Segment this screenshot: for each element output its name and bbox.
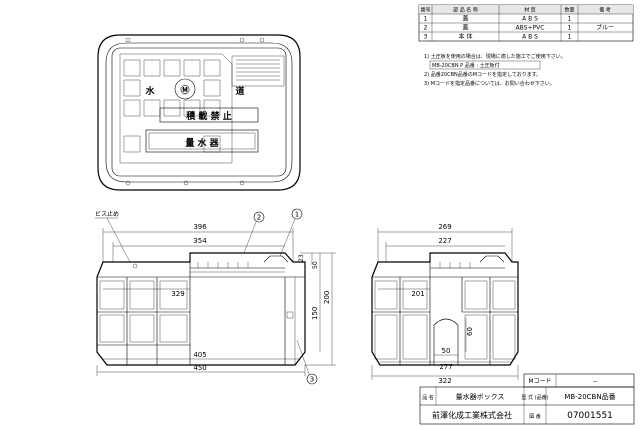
table-row-1-no: 1 — [424, 16, 428, 23]
screw-icon — [259, 37, 265, 43]
dim-side-top-inner: 227 — [438, 237, 451, 245]
dim-side-arch-h: 60 — [466, 327, 474, 336]
dim-side-bottom-outer: 322 — [438, 377, 451, 385]
lid-top-view: 水 Ⓜ 道 積 載 禁 止 量 水 器 — [97, 34, 301, 191]
screw-icon — [132, 263, 138, 269]
dim-front-top-outer: 396 — [193, 223, 207, 231]
note-1b: MB-20CBN P 品番 : 土圧板付 — [432, 62, 500, 69]
dim-side-arch-w: 50 — [442, 347, 451, 355]
callout-1: 1 — [295, 211, 299, 219]
dim-front-bottom-inner: 405 — [193, 351, 206, 359]
callout-3: 3 — [310, 376, 314, 384]
screw-icon — [125, 180, 131, 186]
callout-2-circle — [253, 211, 265, 223]
table-header-no: 番号 — [420, 7, 430, 14]
company-name: 前澤化成工業株式会社 — [432, 410, 512, 420]
table-row-2-no: 2 — [424, 25, 428, 32]
lid-label-left: 水 — [145, 85, 155, 97]
dim-front-150: 150 — [311, 307, 319, 320]
dim-front-50: 50 — [312, 261, 319, 269]
table-row-2-qty: 1 — [568, 25, 572, 32]
table-row-3-qty: 1 — [568, 34, 572, 41]
table-row-1-material: A B S — [522, 16, 538, 23]
table-row-1-qty: 1 — [568, 16, 572, 23]
dim-front-200: 200 — [323, 291, 331, 304]
note-3: 3) Mコードを指定品番については、お問い合わせ下さい。 — [424, 80, 555, 87]
side-view: 269 227 201 60 50 277 322 — [371, 223, 519, 385]
dim-side-top-outer: 269 — [438, 223, 451, 231]
table-header-note: 備 考 — [599, 7, 611, 14]
callout-3-circle — [306, 373, 318, 385]
front-view: ビス止め 2 1 3 396 354 329 23 50 150 — [95, 208, 336, 385]
table-row-2-note: ブルー — [596, 24, 614, 32]
drawing-no: 07001551 — [567, 411, 613, 421]
dim-side-inner: 201 — [411, 290, 424, 298]
table-row-2-material: ABS+PVC — [516, 25, 545, 32]
lid-label-middle: Ⓜ — [180, 84, 189, 96]
notes-block: 1) 土圧板を使用の場合は、現場に適した施工でご使用下さい。 MB-20CBN … — [424, 53, 566, 87]
note-2: 2) 品番20CBN品番のMコードを指定しております。 — [424, 71, 541, 78]
model-value: MB-20CBN品番 — [564, 393, 615, 401]
lid-lattice-pattern — [119, 53, 233, 164]
note-1: 1) 土圧板を使用の場合は、現場に適した施工でご使用下さい。 — [424, 53, 566, 60]
lid-label-right: 道 — [235, 85, 244, 97]
lid-warning-label: 積 載 禁 止 — [185, 110, 231, 122]
model-label: 型 式 (品番) — [521, 394, 548, 401]
table-row-1-name: 蓋 — [462, 15, 468, 23]
screw-icon — [239, 180, 245, 186]
table-header-material: 材 質 — [524, 7, 536, 14]
table-header-qty: 数量 — [564, 7, 574, 14]
dim-front-bottom-outer: 450 — [193, 364, 206, 372]
product-label: 品 名 — [422, 394, 434, 401]
table-row-2-name: 蓋 — [462, 24, 468, 32]
screw-icon — [239, 37, 245, 43]
table-row-3-material: A B S — [522, 34, 538, 41]
dim-front-inner: 329 — [171, 290, 184, 298]
mcode-value: -- — [593, 378, 597, 385]
dim-front-top-inner: 354 — [193, 237, 207, 245]
screw-icon — [183, 180, 189, 186]
drawing-no-label: 図 番 — [529, 413, 541, 420]
callout-screw-label: ビス止め — [95, 210, 119, 218]
parts-table: 番号 部 品 名 称 材 質 数量 備 考 1 蓋 A B S 1 2 蓋 AB… — [418, 4, 634, 42]
callout-1-circle — [291, 208, 303, 220]
m-mark-icon — [174, 78, 196, 100]
title-block: Mコード -- 品 名 量水器ボックス 型 式 (品番) MB-20CBN品番 … — [419, 373, 635, 425]
product-name: 量水器ボックス — [456, 392, 505, 401]
mcode-label: Mコード — [528, 378, 551, 385]
table-row-3-no: 3 — [424, 34, 428, 41]
table-row-3-name: 本 体 — [459, 33, 473, 41]
dim-side-bottom-inner: 277 — [439, 363, 452, 371]
dim-front-23: 23 — [298, 254, 305, 262]
callout-2: 2 — [257, 214, 261, 222]
lid-name-label: 量 水 器 — [185, 137, 219, 149]
table-header-name: 部 品 名 称 — [453, 7, 478, 14]
screw-icon — [125, 37, 131, 43]
